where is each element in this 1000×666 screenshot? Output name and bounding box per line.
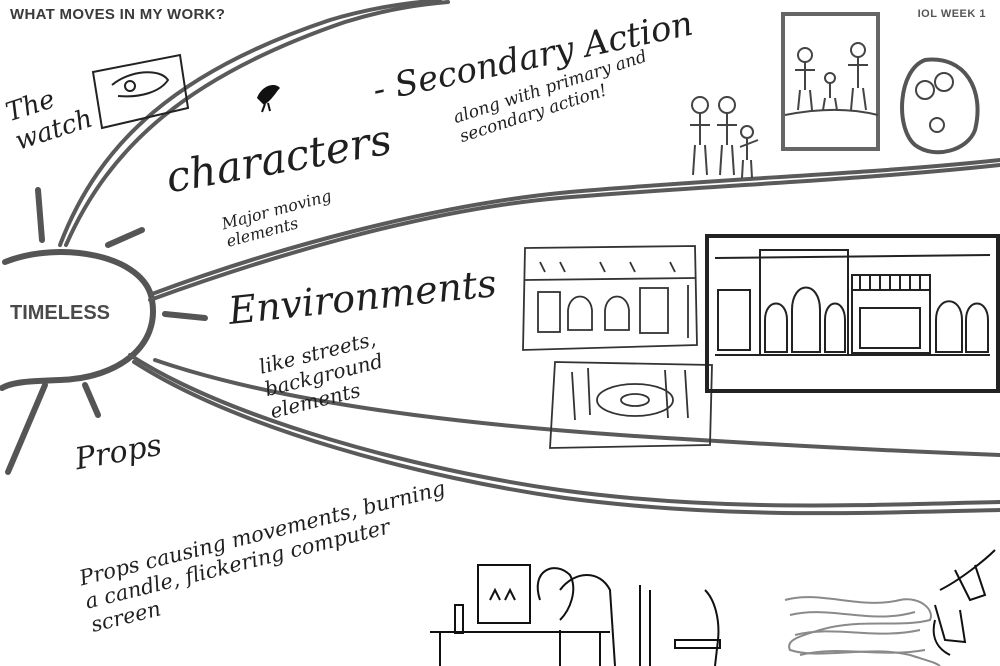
desk-scene-sketch (430, 564, 616, 666)
hub-outline (0, 249, 157, 391)
small-family-sketch (690, 96, 759, 179)
scribble-texture (784, 596, 941, 666)
hub-label: TIMELESS (10, 302, 111, 324)
page-title: WHAT MOVES IN MY WORK? (10, 6, 226, 23)
plant-sketch (932, 549, 996, 656)
family-frame-sketch (781, 12, 880, 151)
watch-sketch (91, 53, 190, 130)
portrait-sketch (900, 57, 980, 155)
bird-icon (257, 85, 280, 113)
street-sketch-small (522, 245, 698, 351)
week-label: IOL WEEK 1 (917, 8, 986, 20)
street-sketch-framed (705, 234, 1000, 393)
plaza-sketch (549, 361, 713, 449)
candle-scene-sketch (639, 585, 721, 666)
branch-lines (58, 0, 1000, 516)
hub-rays (5, 187, 208, 475)
